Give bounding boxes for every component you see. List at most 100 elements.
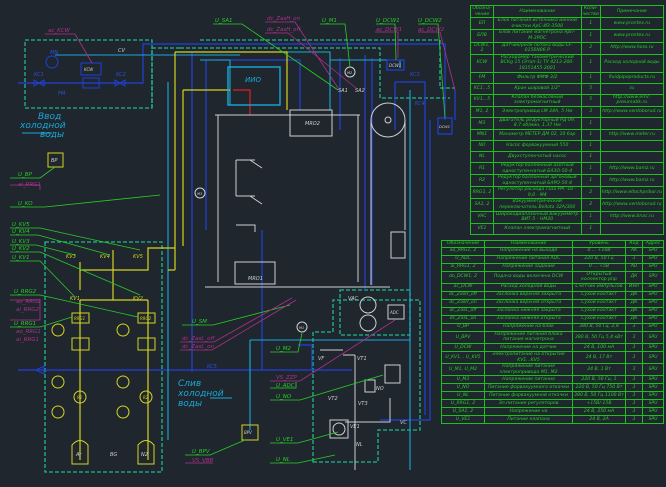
signal-row-cell: ac_DCW — [441, 282, 485, 292]
kcw-flowmeter-icon — [82, 77, 100, 89]
signal-row-cell: 220 В, 50 Гц 750 Вт — [572, 383, 626, 393]
spec-row-cell: R1 — [470, 161, 494, 176]
signal-u-no: U_NO — [276, 394, 292, 400]
dcw1-sensor — [386, 59, 405, 71]
spec-row-cell: SA1, 2 — [470, 198, 494, 212]
spec-row-cell: DCW1, 2 — [470, 41, 494, 55]
spec-row-cell: 2 — [580, 186, 601, 200]
spec-row-cell: NO — [470, 139, 494, 152]
signal-u-kv3: U_KV3 — [12, 239, 30, 245]
m1-motor-icon — [296, 321, 308, 333]
spec-row-cell: Расходомер тахометрический ВСКg 15 (Этап… — [493, 53, 582, 73]
signal-dc-zasl-on: dc_ZasL_on — [182, 344, 214, 350]
signal-u-bp: U_BP — [18, 172, 33, 178]
signal-row-cell: dc_ZasH_off — [441, 290, 485, 300]
spec-row-cell: http://www.ventoborud.ru — [599, 198, 665, 212]
signal-row-cell: Открытый коллектор pnp — [572, 270, 626, 284]
signal-row-cell: Напряжение питания ADC — [484, 254, 573, 264]
spec-row-cell: 2 — [580, 198, 601, 212]
mro2-label: MRO2 — [305, 121, 320, 127]
gas-lines — [79, 51, 288, 460]
signal-row-cell: Напряжение на выходе — [484, 246, 573, 256]
signal-u-sm: U_SM — [192, 319, 207, 325]
spec-row-cell: Редуктор баллонный азотный одноступенчат… — [493, 161, 582, 176]
signal-row-cell: Электропитание на открытие KV1...KV5 — [484, 350, 573, 365]
signal-row-cell: ДК — [625, 298, 643, 308]
signal-ai-rrg1: ai_RRG1 — [18, 182, 41, 188]
kc2-label: KC2 — [116, 72, 126, 78]
kc3-label: KC3 — [410, 72, 420, 78]
r2-label: R2 — [143, 395, 149, 400]
signal-row-cell: SPU — [642, 254, 664, 264]
kc5-valve-icon — [34, 365, 45, 375]
inner-boundary — [180, 47, 450, 99]
mro1-magnetron — [234, 261, 276, 285]
spec-row-cell: http://www.bamz.ru — [599, 174, 665, 188]
spec-row-cell: FM — [470, 71, 494, 84]
spec-col-name: Наименование — [493, 4, 582, 19]
kcw-label: KCW — [84, 67, 94, 72]
kc2-valve-icon — [114, 79, 126, 87]
rrg2-label: RRG2 — [140, 316, 152, 321]
m2-label: M2 — [347, 71, 353, 75]
signal-u-nl: U_NL — [276, 457, 290, 463]
signal-dc-zasl-off: dc_ZasL_off — [182, 336, 215, 342]
inlet-line-2: холодной — [19, 121, 66, 131]
kc1-valve-icon — [33, 79, 45, 87]
spec-row-cell: 1 — [580, 53, 601, 73]
signal-row-cell: AK — [625, 246, 643, 256]
signal-row-cell: Напряжение питания блока питания магнетр… — [484, 330, 573, 344]
nl-label: NL — [356, 442, 363, 448]
spec-row-cell: M1, 2 — [470, 105, 494, 118]
signal-vs-zzp: VS_ZZP — [276, 375, 298, 381]
signal-row-cell: Заслонка нижняя открыта — [484, 314, 573, 324]
signal-row-cell: ДК — [625, 306, 643, 316]
drain-line-3: воды — [178, 399, 202, 409]
signal-row-cell: 3 — [625, 375, 643, 385]
spec-row-cell — [599, 150, 665, 163]
spec-row-cell: 1 — [580, 71, 601, 84]
spec-row-cell: KCW — [470, 53, 494, 73]
signal-row-cell: Эл.питание регуляторов — [484, 399, 573, 409]
signal-row-cell: Подача воды включена DCW — [484, 270, 573, 284]
signal-row-cell: Заслонка нижняя закрыта — [484, 306, 573, 316]
signal-row-cell: SPU — [642, 375, 664, 385]
spec-row-cell: ru — [599, 82, 665, 95]
signal-row-cell: SPU — [642, 262, 664, 272]
signal-row-cell: 380 В, 50 Гц 5,4 кВт — [572, 330, 626, 344]
signal-ai-rrg1-lower: ai_RRG1 — [16, 337, 39, 343]
spec-row-cell: MN1 — [470, 128, 494, 141]
signal-leaders — [10, 21, 456, 464]
signal-row-cell: Напряжение на датчик — [484, 342, 573, 352]
signal-header-row: Обозначение Наименование Уровень Код Адр… — [441, 240, 664, 248]
spec-row-cell: Блок питания источника ионной очистки Ар… — [493, 17, 582, 31]
n2-cylinder-label: N2 — [141, 452, 148, 458]
sa2-label: SA2 — [355, 88, 365, 94]
signal-row-cell: U_ADC — [441, 254, 485, 264]
kv4-label: KV4 — [100, 254, 110, 260]
signal-u-rrg2: U_RRG2 — [14, 289, 37, 295]
signal-ai-rrg2: ai_RRG2 — [16, 307, 40, 313]
sa1-label: SA1 — [338, 88, 348, 94]
signal-row-cell: U_NL — [441, 391, 485, 401]
spec-row-cell: БП — [470, 17, 494, 31]
signal-u-kv5: U_KV5 — [12, 222, 30, 228]
signal-row-cell: U_SA1, 2 — [441, 407, 485, 417]
vac-label: VAC — [348, 296, 359, 302]
mn-label: MN — [50, 50, 58, 56]
bpv-label: BPV — [244, 430, 252, 435]
spec-header-row: Обозна-чение Наименование Коли-чество Пр… — [470, 4, 665, 19]
